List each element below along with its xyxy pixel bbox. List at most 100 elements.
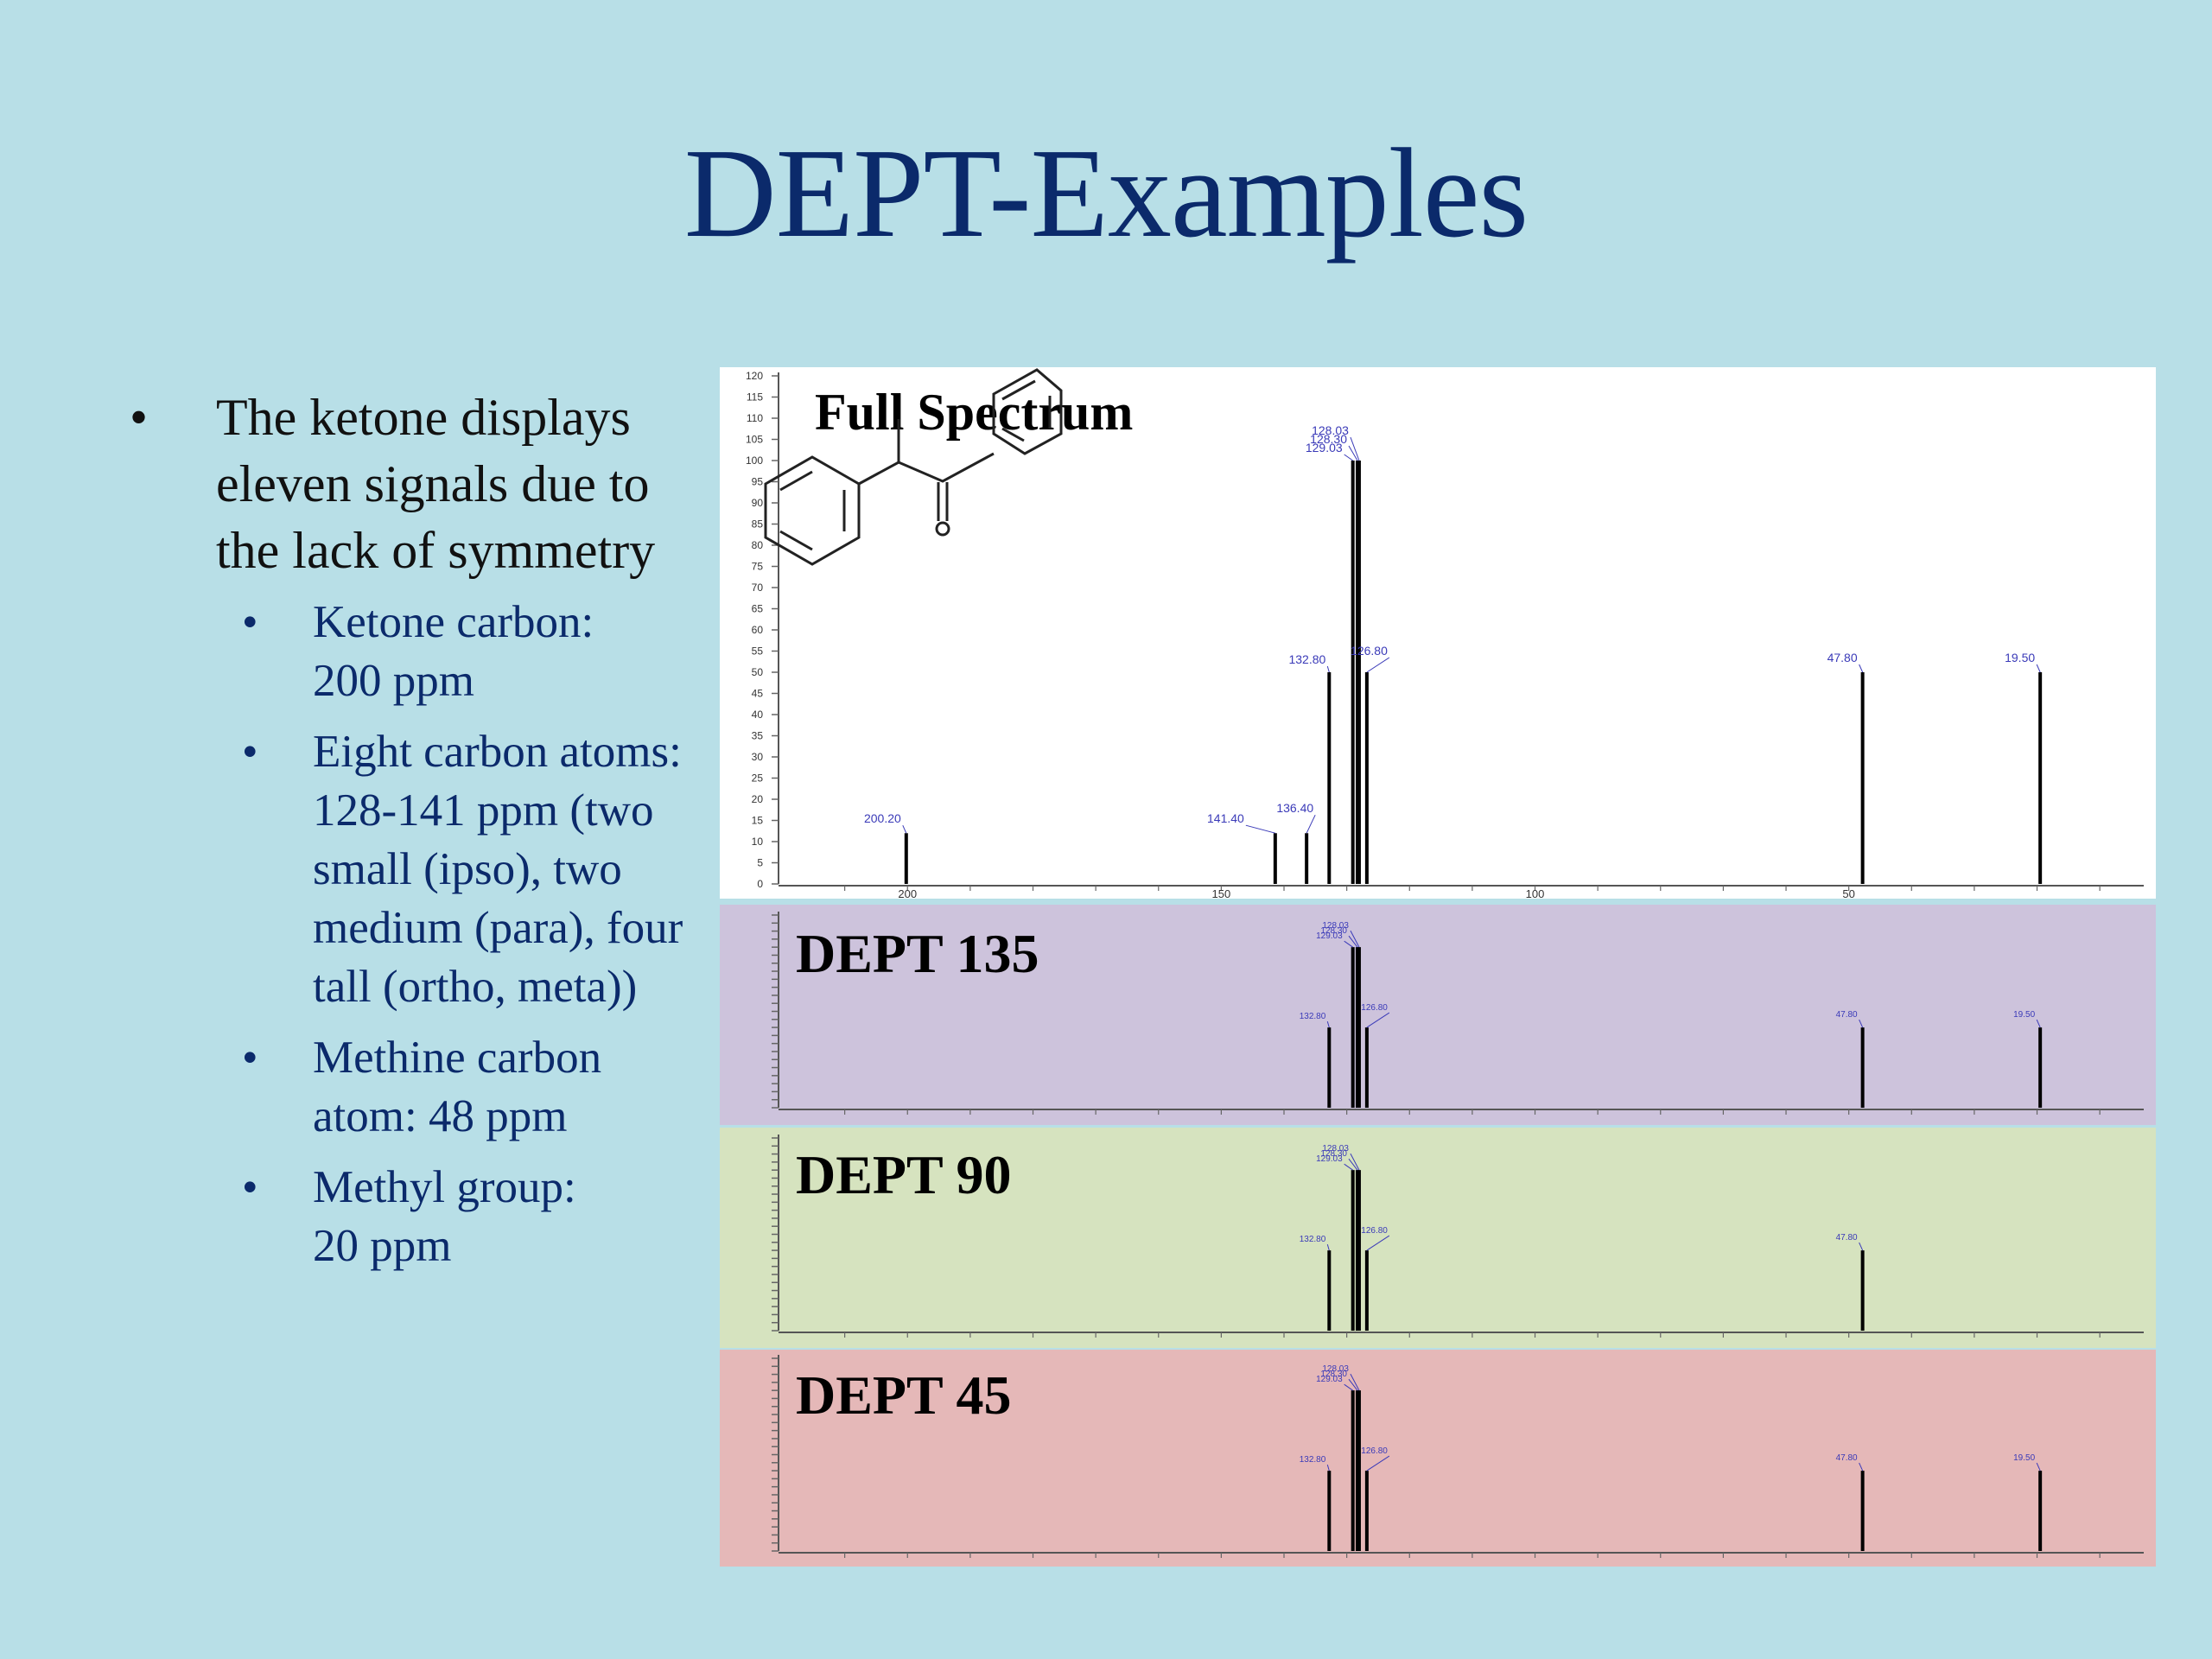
peak-label: 128.30: [1320, 926, 1347, 936]
y-tick-label: 120: [746, 370, 763, 382]
peak-leader: [1366, 1455, 1390, 1471]
peak-leader: [1366, 1012, 1390, 1028]
peak-label: 47.80: [1836, 1453, 1858, 1463]
peak-label: 132.80: [1300, 1235, 1326, 1244]
bullet-line: Methine carbon: [313, 1033, 602, 1083]
peak-label: 129.03: [1316, 1154, 1343, 1164]
bullet-dot-icon: •: [242, 727, 258, 777]
peak-leader: [1306, 814, 1316, 834]
peak-label: 19.50: [2013, 1453, 2035, 1463]
peak-leader: [1348, 1158, 1358, 1171]
y-tick-label: 40: [752, 709, 764, 721]
peak-label: 132.80: [1288, 652, 1325, 666]
y-tick-label: 60: [752, 624, 764, 636]
peak-label: 126.80: [1351, 644, 1388, 658]
peak-label: 126.80: [1361, 1226, 1388, 1236]
bullet-list: • The ketone displays eleven signals due…: [130, 385, 726, 1287]
peak-leader: [1326, 1464, 1330, 1471]
y-tick-label: 0: [757, 878, 763, 890]
peak-leader: [1350, 1153, 1360, 1171]
bullet-line: eleven signals due to: [216, 455, 650, 512]
y-tick-label: 80: [752, 539, 764, 551]
peak-leader: [1344, 1383, 1353, 1391]
peak-label: 129.03: [1316, 931, 1343, 941]
bullet-dot-icon: •: [242, 1162, 258, 1212]
peak-leader: [1348, 445, 1358, 461]
y-tick-label: 10: [752, 836, 764, 848]
peak-leader: [1859, 664, 1864, 673]
bullet-line: The ketone displays: [216, 389, 631, 446]
y-tick-label: 20: [752, 793, 764, 805]
peak-leader: [1350, 1373, 1360, 1391]
peak-leader: [1859, 1019, 1864, 1028]
peak-label: 128.30: [1310, 432, 1347, 446]
y-tick-label: 85: [752, 518, 764, 531]
peak-label: 132.80: [1300, 1455, 1326, 1465]
panel-title: DEPT 135: [796, 923, 1039, 984]
peak-leader: [1366, 1235, 1390, 1251]
sub-bullet-list: • Ketone carbon: 200 ppm • Eight carbon …: [130, 593, 726, 1275]
x-tick-label: 200: [898, 887, 917, 899]
panel-background: [720, 905, 2156, 1125]
peak-leader: [1326, 665, 1330, 673]
y-tick-label: 105: [746, 434, 763, 446]
bullet-line: 128-141 ppm (two: [313, 785, 654, 836]
panel-background: [720, 1128, 2156, 1348]
peak-label: 47.80: [1827, 651, 1858, 664]
bullet-line: Ketone carbon:: [313, 597, 594, 647]
bullet-line: 200 ppm: [313, 656, 474, 706]
panel-title: DEPT 45: [796, 1364, 1012, 1426]
peak-label: 128.03: [1322, 1364, 1349, 1374]
bullet-line: atom: 48 ppm: [313, 1091, 568, 1141]
ketone-structure-diagram: [764, 368, 1063, 566]
peak-leader: [2036, 1019, 2041, 1028]
sub-bullet-methyl: • Methyl group: 20 ppm: [130, 1158, 726, 1275]
peak-label: 129.03: [1306, 441, 1343, 454]
peak-label: 126.80: [1361, 1446, 1388, 1456]
peak-leader: [1859, 1242, 1864, 1251]
y-tick-label: 55: [752, 645, 764, 658]
peak-label: 126.80: [1361, 1003, 1388, 1013]
y-tick-label: 50: [752, 666, 764, 678]
bullet-dot-icon: •: [130, 389, 149, 446]
bullet-line: medium (para), four: [313, 903, 683, 953]
bullet-dot-icon: •: [242, 1033, 258, 1083]
y-tick-label: 115: [747, 391, 763, 404]
x-tick-label: 50: [1842, 887, 1854, 899]
peak-label: 132.80: [1300, 1012, 1326, 1021]
y-tick-label: 35: [752, 730, 764, 742]
peak-label: 129.03: [1316, 1375, 1343, 1384]
peak-leader: [1350, 930, 1360, 948]
peak-label: 128.03: [1322, 1144, 1349, 1154]
sub-bullet-methine: • Methine carbon atom: 48 ppm: [130, 1028, 726, 1146]
y-tick-label: 65: [752, 603, 764, 615]
y-tick-label: 110: [747, 412, 763, 424]
y-tick-label: 25: [752, 772, 764, 785]
main-bullet: • The ketone displays eleven signals due…: [130, 385, 726, 584]
benzene-ring-left: [764, 455, 861, 566]
sub-bullet-aromatic: • Eight carbon atoms: 128-141 ppm (two s…: [130, 722, 726, 1016]
peak-leader: [1326, 1243, 1330, 1251]
peak-leader: [1344, 940, 1353, 948]
peak-leader: [1859, 1462, 1864, 1471]
y-tick-label: 75: [752, 561, 764, 573]
slide-title: DEPT-Examples: [683, 123, 1529, 264]
peak-leader: [2036, 664, 2041, 673]
full-spectrum-chart: 0510152025303540455055606570758085909510…: [720, 367, 2156, 899]
panel-title: Full Spectrum: [815, 384, 1134, 441]
y-tick-label: 70: [752, 582, 764, 594]
peak-leader: [1344, 454, 1353, 461]
y-tick-label: 95: [752, 476, 764, 488]
peak-leader: [1245, 824, 1275, 834]
panel-title: DEPT 90: [796, 1144, 1012, 1205]
bullet-line: tall (ortho, meta)): [313, 962, 638, 1012]
peak-label: 128.03: [1322, 921, 1349, 931]
peak-label: 136.40: [1276, 801, 1313, 815]
bullet-line: small (ipso), two: [313, 844, 622, 894]
